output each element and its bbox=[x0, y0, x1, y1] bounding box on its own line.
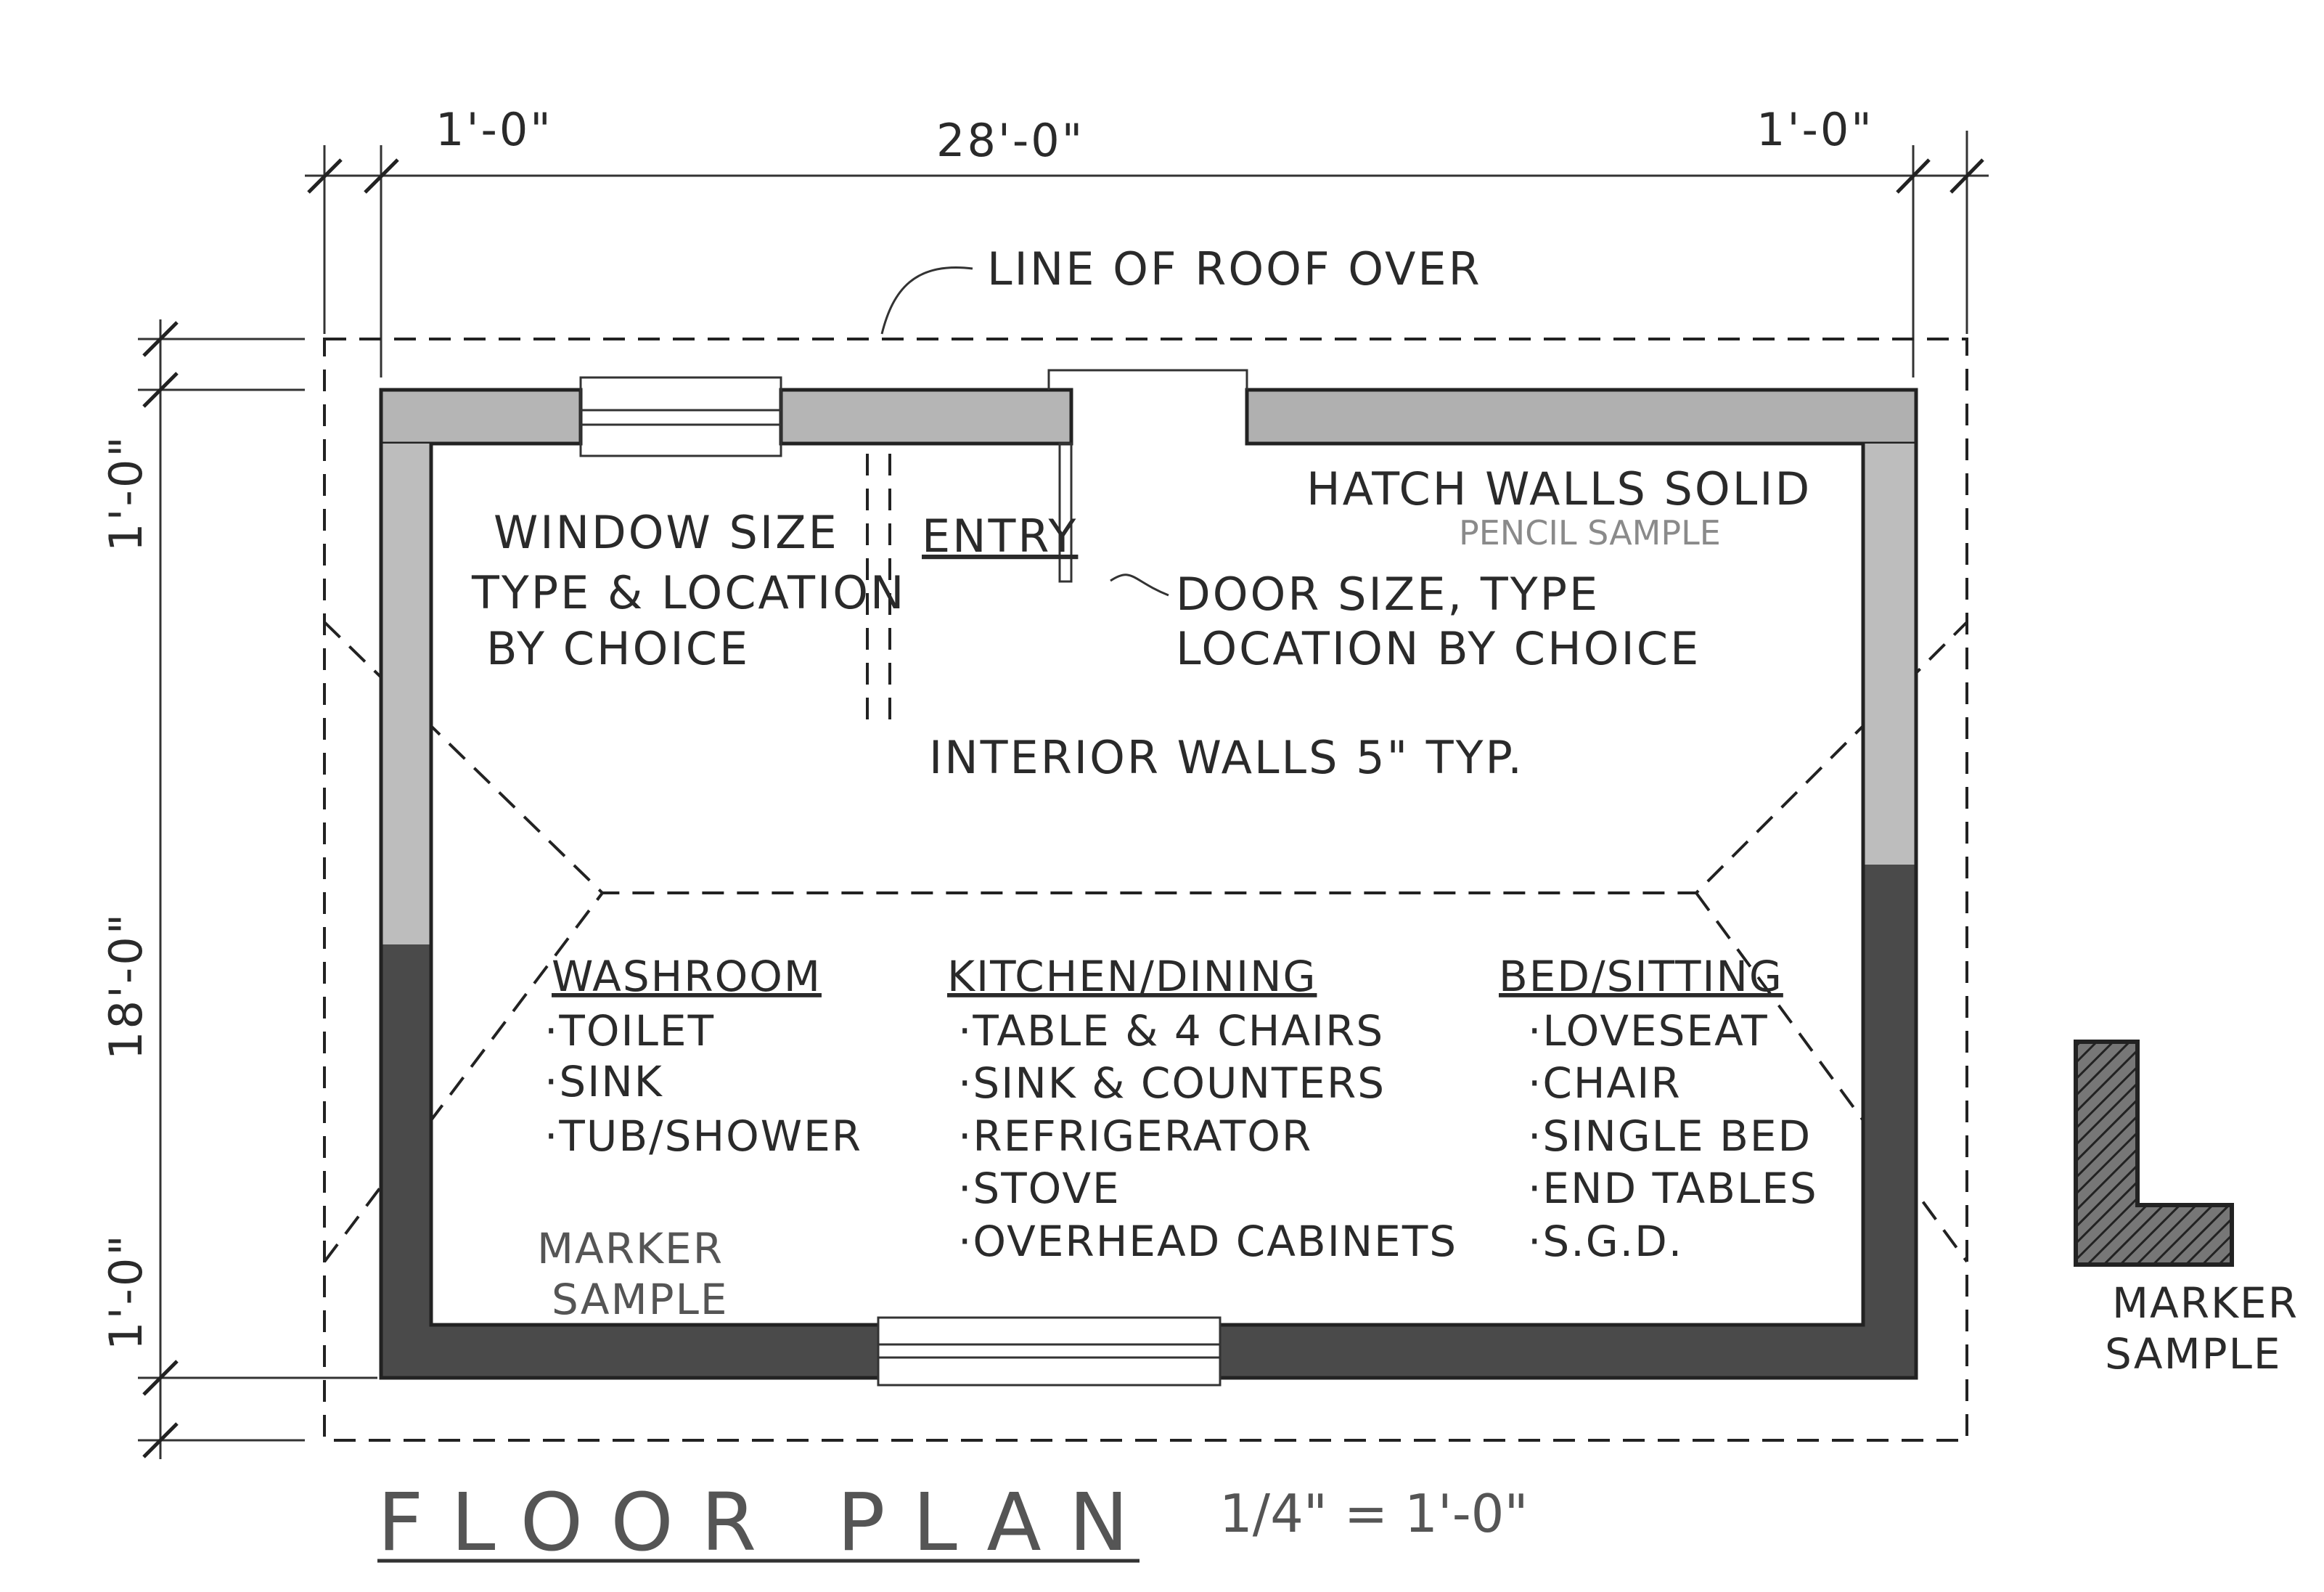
entry-label: ENTRY bbox=[922, 510, 1078, 563]
marker-sample-wall-line-1: MARKER bbox=[537, 1224, 724, 1273]
roof-line-note: LINE OF ROOF OVER bbox=[987, 242, 1482, 295]
overall-width-label: 28'-0" bbox=[936, 114, 1084, 167]
room-kitchen-dining: KITCHEN/DINING ·TABLE & 4 CHAIRS ·SINK &… bbox=[947, 952, 1457, 1266]
room-item: ·LOVESEAT bbox=[1528, 1006, 1769, 1056]
marker-sample-detail: MARKER SAMPLE bbox=[2074, 1040, 2299, 1379]
door-note-line-2: LOCATION BY CHOICE bbox=[1176, 622, 1701, 675]
pencil-sample-note: PENCIL SAMPLE bbox=[1459, 513, 1721, 552]
drawing-title: FLOOR PLAN bbox=[377, 1476, 1156, 1569]
window-note-line-3: BY CHOICE bbox=[486, 622, 750, 675]
window-note-line-2: TYPE & LOCATION bbox=[471, 566, 906, 619]
bottom-overhang-label: 1'-0" bbox=[99, 1233, 152, 1350]
entry-door bbox=[1047, 369, 1248, 583]
door-note-line-1: DOOR SIZE, TYPE bbox=[1176, 568, 1600, 621]
top-dimension: 28'-0" 1'-0" 1'-0" bbox=[305, 103, 1989, 377]
marker-sample-wall-line-2: SAMPLE bbox=[552, 1275, 729, 1324]
room-item: ·S.G.D. bbox=[1528, 1217, 1683, 1266]
top-overhang-label: 1'-0" bbox=[99, 434, 152, 552]
hip-lines bbox=[323, 621, 1968, 1263]
right-overhang-label: 1'-0" bbox=[1756, 103, 1874, 156]
room-washroom: WASHROOM ·TOILET ·SINK ·TUB/SHOWER bbox=[544, 952, 862, 1161]
overall-depth-label: 18'-0" bbox=[99, 912, 152, 1060]
room-item: ·SINK bbox=[544, 1057, 663, 1106]
room-item: ·TOILET bbox=[544, 1006, 715, 1056]
room-name: WASHROOM bbox=[552, 952, 822, 1001]
left-overhang-label: 1'-0" bbox=[435, 103, 553, 156]
room-name: BED/SITTING bbox=[1499, 952, 1783, 1001]
bottom-window bbox=[877, 1316, 1222, 1387]
hatch-walls-note: HATCH WALLS SOLID bbox=[1306, 462, 1812, 515]
marker-sample-detail-line-2: SAMPLE bbox=[2105, 1329, 2282, 1379]
marker-sample-detail-line-1: MARKER bbox=[2112, 1278, 2299, 1328]
exterior-walls bbox=[379, 388, 1918, 1380]
interior-walls bbox=[866, 454, 891, 730]
window-note-line-1: WINDOW SIZE bbox=[494, 506, 839, 559]
room-item: ·STOVE bbox=[958, 1164, 1121, 1213]
interior-walls-note: INTERIOR WALLS 5" TYP. bbox=[929, 731, 1524, 784]
room-item: ·TABLE & 4 CHAIRS bbox=[958, 1006, 1384, 1056]
room-item: ·SINGLE BED bbox=[1528, 1111, 1812, 1161]
room-item: ·TUB/SHOWER bbox=[544, 1111, 862, 1161]
drawing-scale: 1/4" = 1'-0" bbox=[1219, 1483, 1529, 1544]
left-dimension: 1'-0" 18'-0" 1'-0" bbox=[99, 319, 377, 1459]
room-item: ·CHAIR bbox=[1528, 1058, 1682, 1108]
top-window bbox=[579, 376, 782, 457]
room-item: ·OVERHEAD CABINETS bbox=[958, 1217, 1457, 1266]
room-item: ·REFRIGERATOR bbox=[958, 1111, 1312, 1161]
room-item: ·SINK & COUNTERS bbox=[958, 1058, 1386, 1108]
room-name: KITCHEN/DINING bbox=[947, 952, 1317, 1001]
room-item: ·END TABLES bbox=[1528, 1164, 1818, 1213]
room-bed-sitting: BED/SITTING ·LOVESEAT ·CHAIR ·SINGLE BED… bbox=[1499, 952, 1818, 1266]
roof-line bbox=[323, 338, 1968, 1442]
